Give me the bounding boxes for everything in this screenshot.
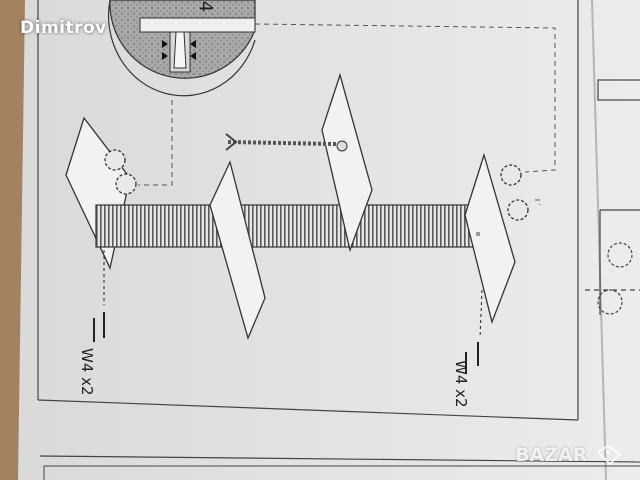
left-screws-label: W4 x2	[78, 348, 96, 396]
coil-spring	[95, 204, 475, 248]
right-screws-label: W4 x2	[452, 360, 470, 408]
brand-watermark: BAZAR	[515, 444, 622, 467]
step-number: 4	[195, 0, 217, 13]
right-end-plate	[464, 152, 529, 325]
detail-zoom-circle	[107, 0, 256, 97]
threaded-rod	[225, 133, 348, 152]
brand-text: BAZAR	[515, 443, 588, 466]
price-tag-icon	[596, 444, 622, 466]
right-screws	[465, 289, 483, 374]
upper-plate	[321, 72, 373, 253]
watermark-username: Dimitrov	[20, 18, 107, 38]
middle-plate-left	[209, 160, 266, 340]
left-screws	[93, 250, 105, 342]
